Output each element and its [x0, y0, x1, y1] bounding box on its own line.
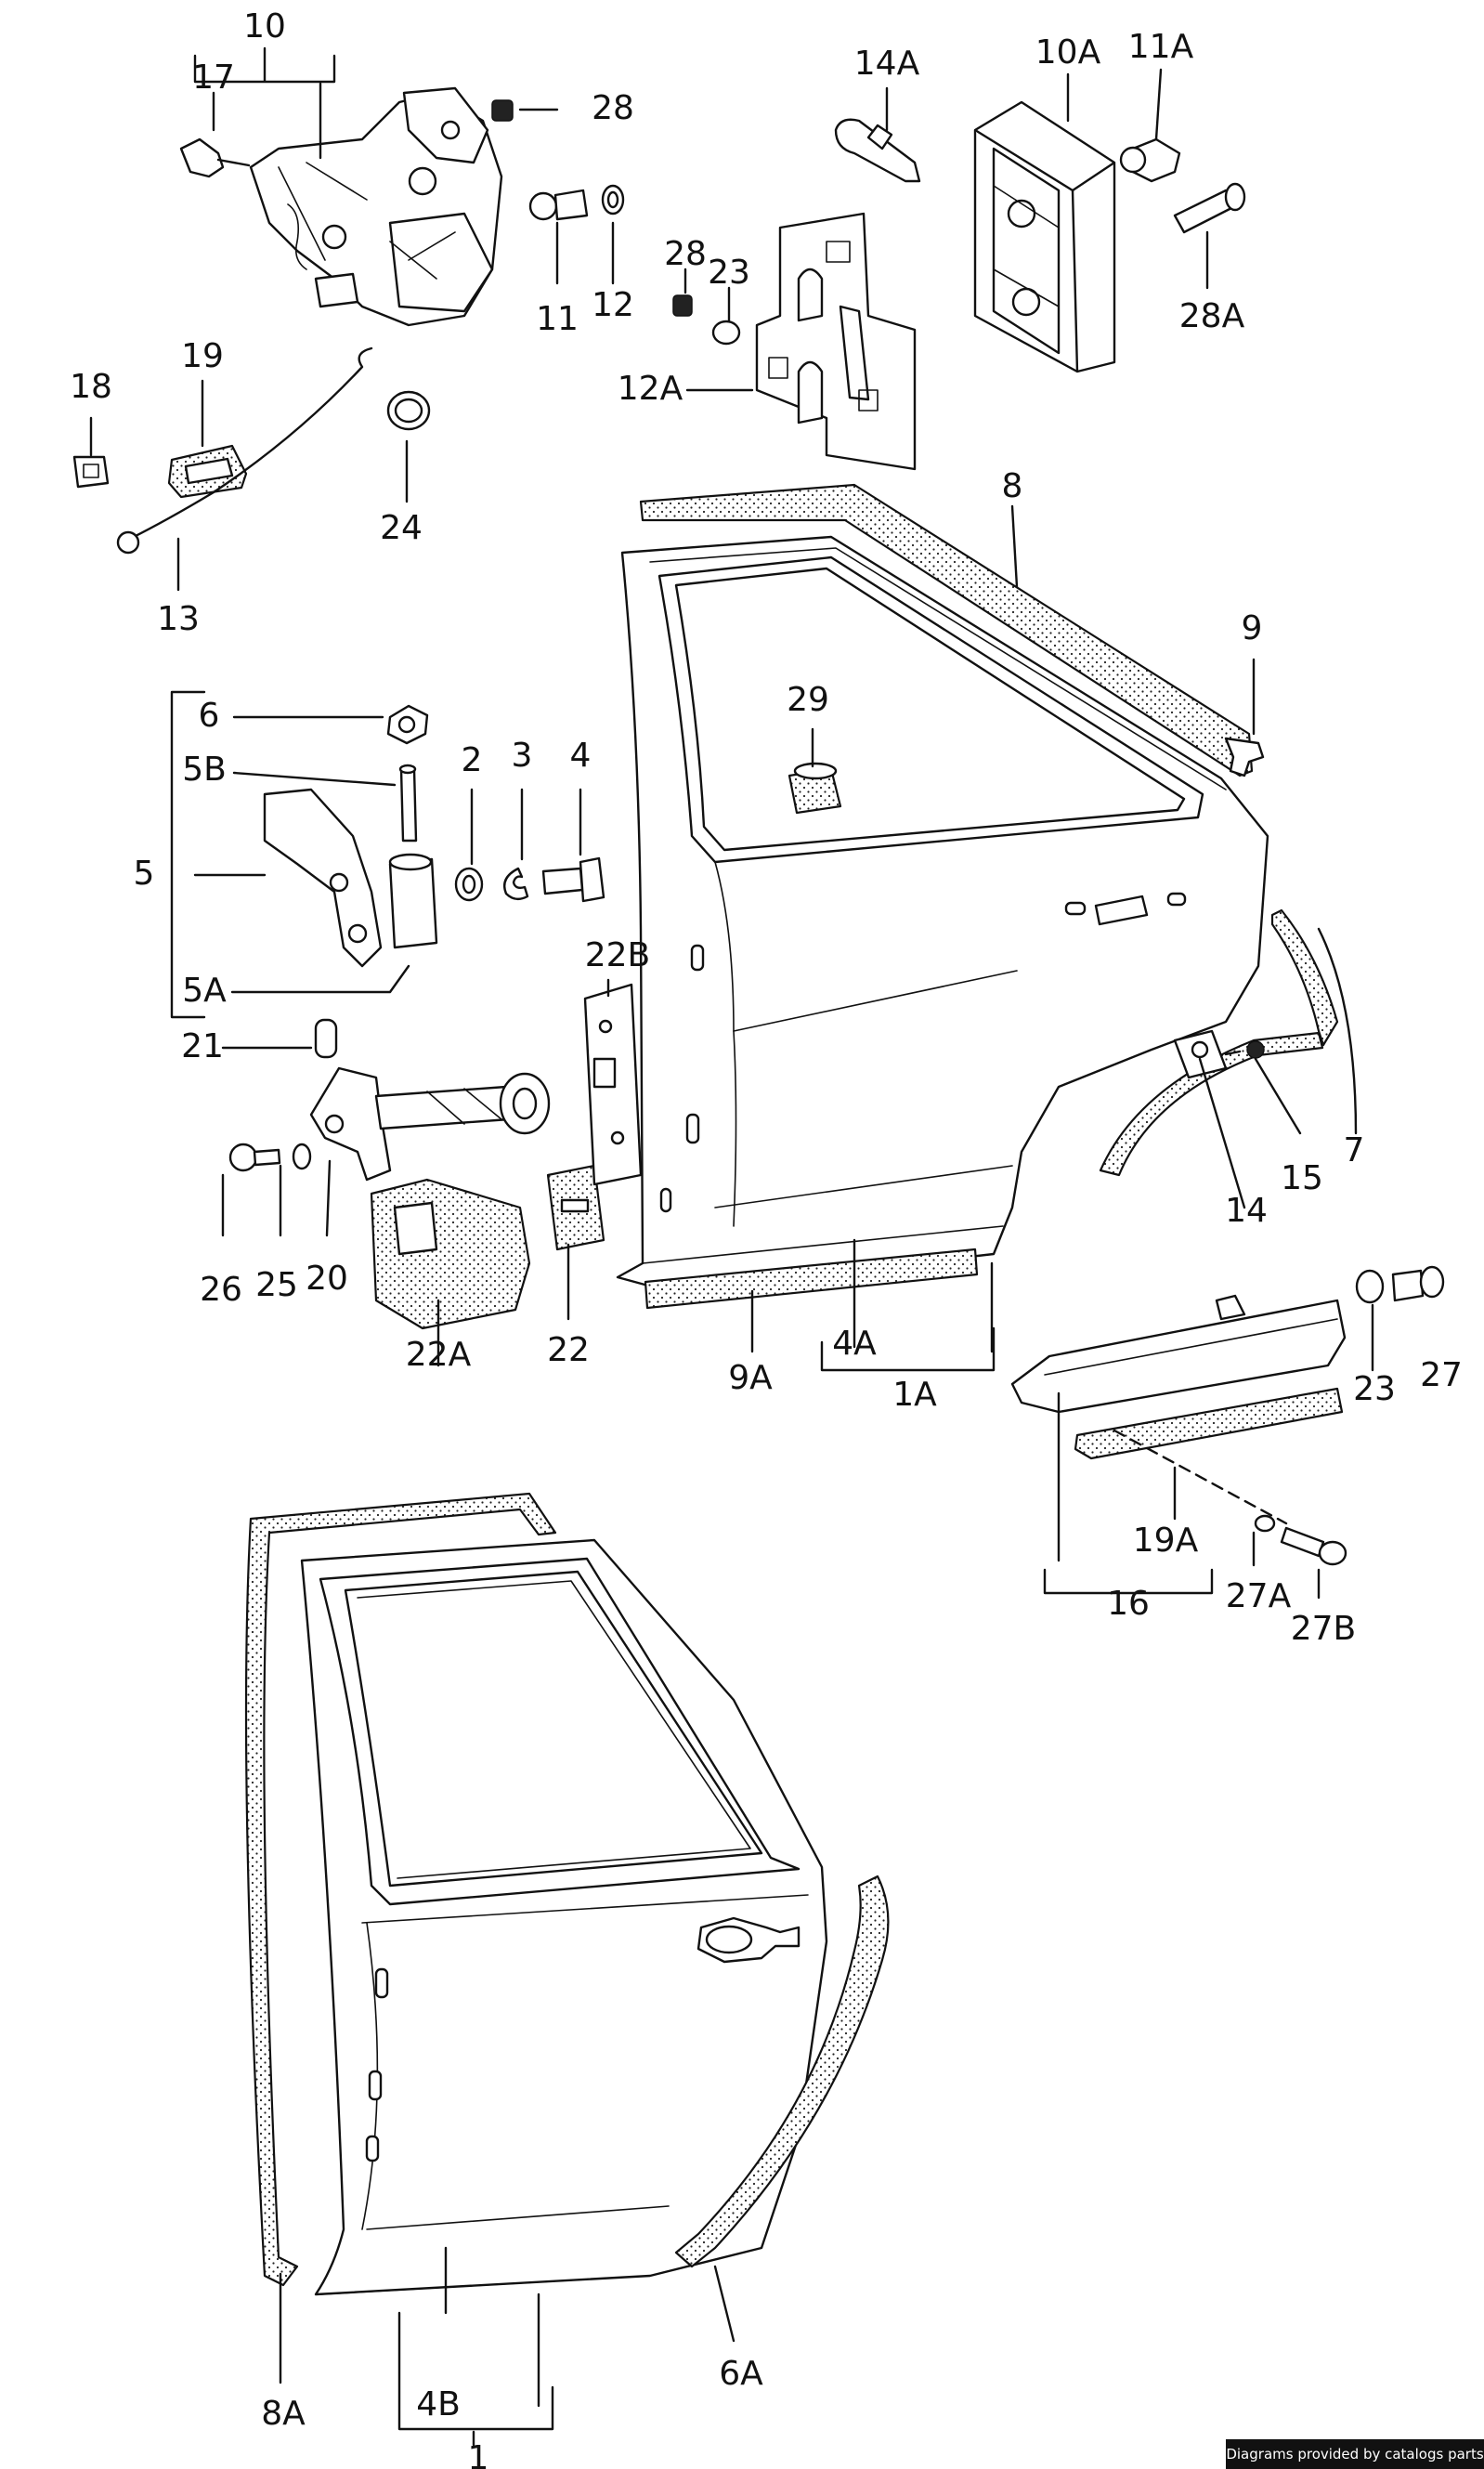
callout-22: 22 [547, 1331, 590, 1369]
screw-26 [228, 1143, 281, 1172]
cover-22A [370, 1178, 531, 1330]
hinge-leaf-5 [263, 788, 383, 968]
callout-4A: 4A [832, 1325, 877, 1363]
callout-27B: 27B [1291, 1610, 1357, 1648]
bolt-11A [1119, 137, 1181, 183]
callout-4: 4 [570, 737, 592, 775]
sill-seal-9A [644, 1248, 979, 1310]
callout-27A: 27A [1226, 1577, 1292, 1615]
nut-28 [672, 294, 693, 317]
screw-27B [1280, 1526, 1347, 1566]
callout-5B: 5B [182, 751, 227, 789]
callout-6A: 6A [719, 2355, 763, 2393]
callout-5A: 5A [182, 972, 227, 1010]
callout-28: 28 [592, 89, 634, 127]
callout-8A: 8A [261, 2395, 306, 2433]
washer-27A [1254, 1514, 1276, 1533]
plug-23-top [711, 320, 741, 346]
callout-9A: 9A [728, 1359, 773, 1397]
callout-19: 19 [181, 337, 224, 375]
callout-20: 20 [306, 1260, 348, 1298]
grommet-24 [386, 390, 431, 431]
callout-5: 5 [134, 855, 155, 893]
callout-10A: 10A [1035, 33, 1101, 72]
callout-26: 26 [200, 1271, 242, 1309]
seal-6A [674, 1875, 890, 2268]
callout-12A: 12A [618, 370, 683, 408]
callout-labels: 10 17 28 11 12 14A 10A 11A 28A 28 23 12A… [70, 7, 1463, 2469]
callout-22A: 22A [406, 1336, 472, 1374]
trim-strip-19A [1074, 1387, 1344, 1460]
callout-4B: 4B [416, 2385, 461, 2423]
rear-door-1A-body [616, 535, 1269, 1293]
callout-11A: 11A [1128, 28, 1194, 66]
screw-17 [179, 137, 251, 178]
callout-24: 24 [380, 509, 423, 547]
callout-14A: 14A [854, 45, 920, 83]
callout-1: 1 [468, 2439, 489, 2469]
callout-7: 7 [1344, 1131, 1365, 1169]
door-body-1 [300, 1538, 828, 2296]
callout-22B: 22B [585, 936, 651, 974]
callout-9: 9 [1242, 609, 1263, 647]
bumper-29 [788, 762, 842, 815]
hinge-block-5A [388, 853, 438, 949]
callout-28A: 28A [1179, 297, 1245, 335]
callout-23b: 23 [1353, 1370, 1396, 1408]
clip-9 [1224, 737, 1265, 777]
trim-strip-16 [1010, 1294, 1347, 1414]
callout-28b: 28 [664, 235, 707, 273]
callout-6: 6 [199, 697, 220, 735]
callout-12: 12 [592, 286, 634, 324]
callout-8: 8 [1002, 467, 1023, 505]
washer-2 [454, 867, 484, 902]
callout-19A: 19A [1133, 1522, 1199, 1560]
callout-16: 16 [1107, 1585, 1150, 1623]
callout-27: 27 [1420, 1356, 1463, 1394]
callout-29: 29 [787, 681, 829, 719]
bolt-4 [541, 856, 605, 903]
callout-17: 17 [192, 59, 235, 97]
callout-1A: 1A [892, 1376, 937, 1414]
plate-22B [583, 983, 643, 1186]
nut-6 [386, 704, 429, 745]
clip-3 [502, 867, 529, 901]
callout-18: 18 [70, 368, 112, 406]
clip-14A [834, 118, 921, 183]
lock-housing-10A [973, 100, 1116, 373]
callout-21: 21 [181, 1027, 224, 1065]
cover-plate-12A [755, 212, 917, 471]
washer-12 [601, 184, 625, 216]
door-lock-assembly [249, 86, 503, 327]
callout-2: 2 [462, 741, 483, 779]
rod-13 [116, 346, 373, 555]
pin-5B [398, 764, 418, 843]
leader-lines [89, 46, 1374, 2447]
callout-25: 25 [255, 1266, 298, 1304]
hinge-14 [1173, 1029, 1228, 1079]
pad-22 [546, 1164, 605, 1251]
callout-23: 23 [708, 254, 750, 292]
callout-11: 11 [536, 300, 579, 338]
clip-18 [72, 455, 110, 489]
callout-14: 14 [1225, 1192, 1268, 1230]
check-strap-20 [309, 1066, 551, 1182]
nut-28-top [491, 99, 559, 122]
washer-25 [292, 1143, 312, 1170]
handle-bezel-19 [167, 444, 248, 499]
callout-15: 15 [1281, 1159, 1323, 1197]
bolt-27 [1391, 1265, 1445, 1302]
bolt-11 [528, 189, 589, 221]
credit-banner: Diagrams provided by catalogs parts [1226, 2439, 1484, 2469]
callout-3: 3 [512, 737, 533, 775]
plug-23-right [1355, 1269, 1385, 1304]
screw-28A [1173, 182, 1246, 234]
door-seal-8A [244, 1492, 557, 2287]
pin-21 [314, 1018, 338, 1059]
callout-13: 13 [157, 600, 200, 638]
screw-15 [1224, 1040, 1265, 1059]
callout-10: 10 [243, 7, 286, 46]
